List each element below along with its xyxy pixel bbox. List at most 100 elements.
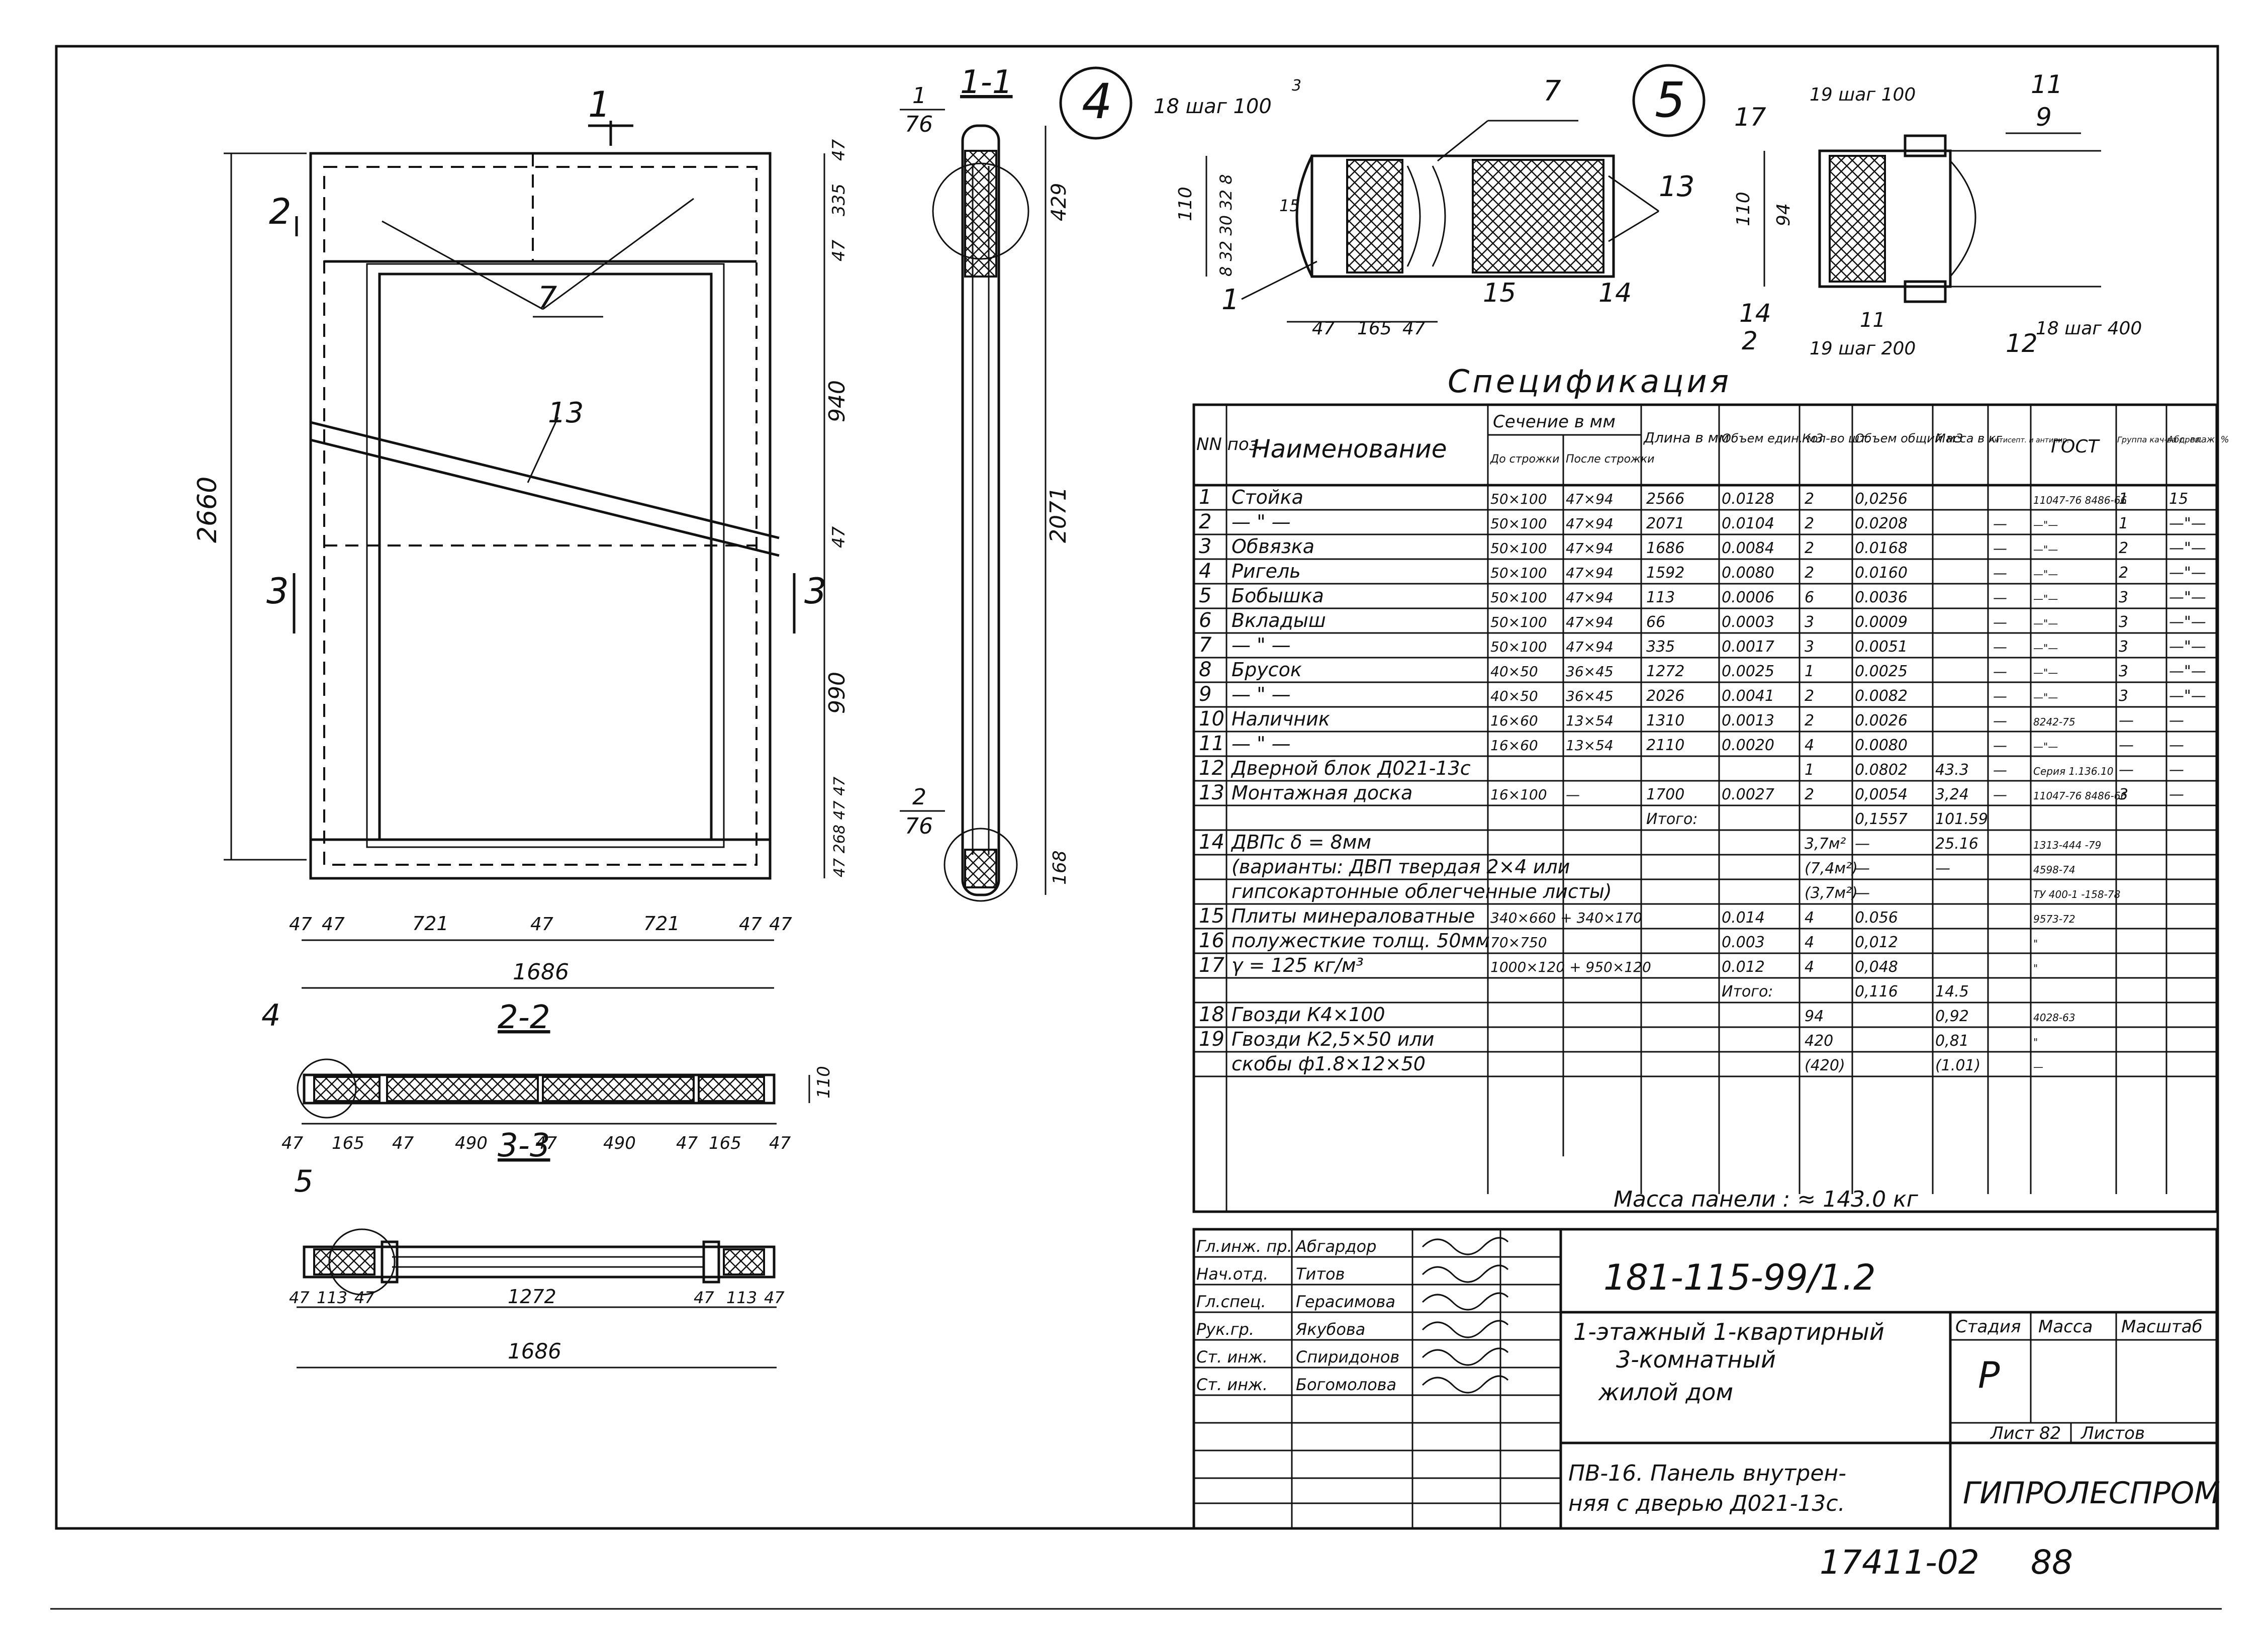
spec-cell-g: —"— [2033, 691, 2058, 703]
h-gost: ГОСТ [2051, 436, 2101, 457]
spec-cell-m: 43.3 [1935, 761, 1969, 779]
w-47-c: 47 [530, 914, 553, 935]
spec-cell-vt: 0.0009 [1855, 613, 1908, 631]
spec-cell-name: гипсокартонные облегченные листы) [1232, 880, 1612, 902]
spec-cell-after: 13×54 [1566, 737, 1614, 754]
callout-1: 1 [912, 83, 926, 109]
spec-cell-vu: 0.003 [1722, 934, 1765, 951]
spec-cell-a: — [1993, 589, 2007, 606]
spec-cell-g: 11047-76 8486-66 [2033, 494, 2127, 506]
h-section: Сечение в мм [1493, 412, 1616, 432]
node-4-body [1310, 154, 1615, 278]
spec-cell-vt: 0,1557 [1855, 810, 1908, 828]
project-line-2: 3-комнатный [1616, 1346, 1776, 1373]
spec-cell-before: 16×60 [1490, 712, 1538, 729]
spec-cell-m: 101.59 [1935, 810, 1988, 828]
sheet-number: Лист 82 [1990, 1423, 2061, 1443]
h-name: Наименование [1252, 434, 1447, 464]
stage-value: Р [1978, 1354, 2000, 1396]
n4-18: 18 шаг 100 [1154, 95, 1272, 118]
spec-cell-after: 36×45 [1566, 663, 1614, 680]
spec-cell-g: —"— [2033, 642, 2058, 654]
dim-2660: 2660 [193, 477, 223, 543]
s33-1686: 1686 [508, 1339, 561, 1364]
spec-cell-m: 3,24 [1935, 786, 1969, 803]
spec-cell-vu: 0.0003 [1722, 613, 1774, 631]
spec-cell-n: 6 [1199, 609, 1211, 632]
spec-cell-name: Плиты минераловатные [1232, 905, 1475, 927]
spec-cell-name: (варианты: ДВП твердая 2×4 или [1232, 856, 1570, 878]
h-group: Группа кач-ва древ. [2117, 435, 2202, 444]
spec-cell-after: 47×94 [1566, 515, 1614, 532]
n4-14: 14 [1598, 278, 1632, 308]
s22-47b: 47 [392, 1133, 414, 1153]
leader-13-label: 13 [548, 397, 584, 429]
spec-cell-before: 16×60 [1490, 737, 1538, 754]
node-4-label: 4 [1082, 73, 1112, 130]
spec-cell-w: — [2169, 712, 2184, 730]
spec-cell-w: — [2169, 737, 2184, 754]
callout-76-b: 76 [905, 813, 933, 839]
s22-490a: 490 [455, 1133, 488, 1153]
w-47-a: 47 [289, 914, 312, 935]
spec-cell-w: 15 [2169, 490, 2188, 508]
spec-cell-w: —"— [2169, 687, 2206, 705]
spec-cell-before: 40×50 [1490, 663, 1538, 680]
cut-mark-3-left: 3 [266, 571, 289, 612]
doc-code: 181-115-99/1.2 [1603, 1257, 1876, 1298]
spec-mass-total: Масса панели : ≈ 143.0 кг [1614, 1187, 1919, 1212]
h-length: Длина в мм [1643, 429, 1729, 446]
spec-cell-n: 14 [1199, 831, 1224, 854]
spec-cell-g: — [2033, 1061, 2043, 1073]
n4-15: 15 [1279, 196, 1300, 215]
n5-19a: 19 шаг 100 [1810, 84, 1916, 105]
spec-cell-len: 1272 [1646, 663, 1684, 680]
signature-icon [1422, 1292, 1509, 1311]
node-4-circle [1059, 66, 1132, 140]
dim-2071: 2071 [1046, 487, 1071, 543]
spec-cell-vt: 0.0208 [1855, 515, 1908, 532]
spec-cell-name: Ригель [1232, 560, 1301, 582]
dim-47-b: 47 [829, 239, 849, 261]
spec-cell-vt: 0.0802 [1855, 761, 1908, 779]
footer-code: 17411-02 [1820, 1543, 1979, 1582]
tb-role: Рук.гр. [1196, 1320, 1254, 1339]
spec-cell-g: —"— [2033, 593, 2058, 605]
spec-cell-vu: 0.0084 [1722, 539, 1774, 557]
spec-cell-after: 47×94 [1566, 565, 1614, 581]
spec-cell-n: 18 [1199, 1003, 1224, 1026]
spec-cell-vu: 0.0013 [1722, 712, 1774, 730]
spec-cell-gr: 3 [2119, 786, 2128, 803]
s22-47c: 47 [535, 1133, 557, 1153]
spec-cell-name: скобы ф1.8×12×50 [1232, 1053, 1426, 1075]
h-vol-total: Объем общий м3 [1855, 431, 1963, 445]
spec-cell-q: 94 [1805, 1008, 1824, 1025]
spec-cell-after: 47×94 [1566, 540, 1614, 557]
s33-113a: 113 [317, 1288, 347, 1307]
spec-cell-before: 50×100 [1490, 589, 1547, 606]
spec-cell-gr: 3 [2119, 663, 2128, 680]
h-vol-unit: Объем един. м3 [1722, 431, 1823, 445]
spec-cell-name: Наличник [1232, 708, 1330, 730]
spec-cell-before: 70×750 [1490, 934, 1547, 951]
spec-cell-n: 2 [1199, 510, 1211, 533]
dim-940: 940 [824, 380, 850, 422]
tb-name: Абгардор [1295, 1237, 1376, 1256]
h-mass: Масса в кг [1935, 431, 2002, 445]
spec-table [1192, 403, 2218, 1213]
spec-cell-name: Гвозди К4×100 [1232, 1004, 1385, 1026]
section-2-2-body [303, 1073, 776, 1105]
node-5-label: 5 [1655, 72, 1685, 128]
spec-cell-q: 3 [1805, 638, 1814, 656]
spec-cell-w: — [2169, 786, 2184, 803]
section-1-1-body [961, 124, 1000, 896]
spec-cell-q: 4 [1805, 934, 1814, 951]
h-antisep: Антисепт. и антипир. [1989, 436, 2069, 444]
spec-cell-gr: — [2119, 712, 2134, 730]
spec-cell-vu: 0.0128 [1722, 490, 1774, 508]
n4-15b: 15 [1483, 278, 1516, 308]
s22-47e: 47 [769, 1133, 791, 1153]
section-1-1-title: 1-1 [960, 64, 1013, 101]
n5-14: 14 [1739, 299, 1771, 328]
spec-cell-w: —"— [2169, 539, 2206, 557]
